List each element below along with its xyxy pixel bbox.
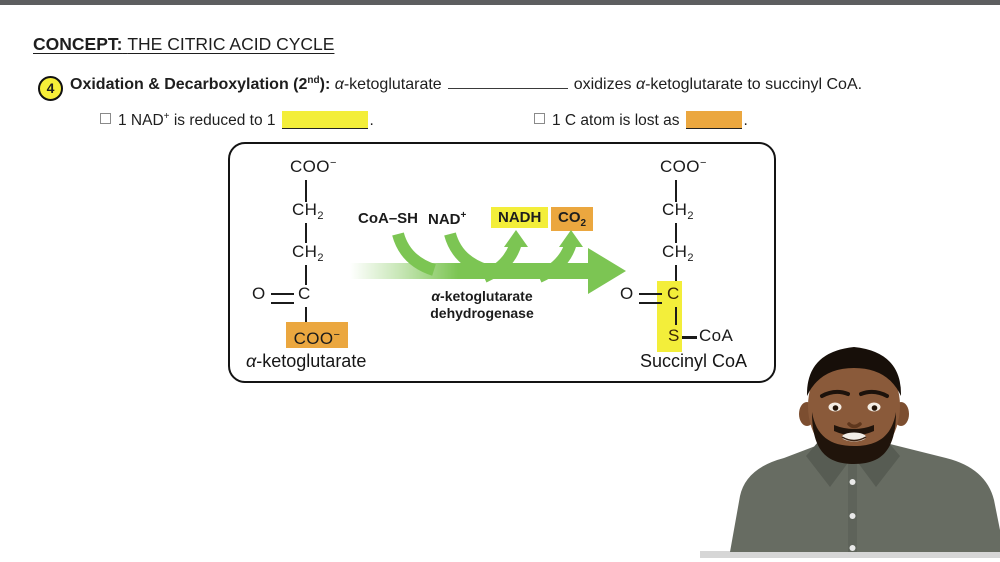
thioester-highlight-yellow (657, 281, 682, 352)
double-bond-icon (639, 293, 662, 304)
sub2: 2 (580, 218, 587, 229)
molecule-name: -ketoglutarate (256, 351, 367, 371)
co2-base: CO (558, 209, 581, 226)
fill-in-blank-line (447, 74, 568, 89)
bond-icon (675, 223, 678, 243)
oxygen-atom: O (620, 284, 634, 303)
left-molecule-label: α-ketoglutarate (246, 351, 366, 372)
product-co2: CO2 (551, 207, 594, 231)
top-bar (0, 0, 1000, 5)
formula-group: CH2 (662, 242, 694, 264)
charge-sup: − (333, 329, 341, 341)
alpha-symbol: α (246, 351, 257, 371)
page-title: CONCEPT: THE CITRIC ACID CYCLE (33, 34, 334, 55)
bond-icon (305, 265, 308, 285)
charge-sup: − (699, 157, 707, 169)
carbon-atom: C (298, 284, 311, 303)
substrate-name: -ketoglutarate (343, 76, 442, 93)
bullet2-text: 1 C atom is lost as (552, 112, 680, 129)
formula-group: CH2 (662, 200, 694, 222)
formula-group: CH2 (292, 242, 324, 264)
bullet2-period: . (743, 112, 748, 129)
sub2: 2 (317, 252, 324, 264)
bond-icon (675, 180, 678, 202)
sub2: 2 (317, 210, 324, 222)
ch2: CH (662, 242, 688, 261)
plus-superscript: + (163, 111, 170, 122)
carbonyl-carbon: C (667, 284, 680, 303)
bond-icon (305, 307, 308, 322)
reaction-diagram: COO− CH2 CH2 O C COO− α-ketoglutarate Co… (228, 142, 776, 383)
step-number-badge: 4 (38, 76, 63, 101)
ch2: CH (292, 200, 318, 219)
step-title: Oxidation & Decarboxylation (2 (70, 76, 308, 93)
sub2: 2 (687, 252, 694, 264)
plus-superscript: + (460, 210, 467, 221)
bullet1-period: . (369, 112, 374, 129)
coo-bottom: COO (293, 329, 334, 348)
ch2: CH (292, 242, 318, 261)
reaction-arrow-icon (350, 230, 626, 294)
step-sentence: oxidizes (573, 76, 632, 93)
bullet-co2: 1 C atom is lost as. (534, 111, 748, 130)
sub2: 2 (687, 210, 694, 222)
alpha-symbol: α (334, 76, 344, 93)
answer-blank-orange (685, 111, 742, 129)
coa-group: CoA (699, 326, 734, 345)
nad-base: NAD (428, 211, 461, 228)
bullet1-text: 1 NAD (118, 112, 164, 129)
enzyme-line2: dehydrogenase (430, 305, 534, 321)
concept-title-text: THE CITRIC ACID CYCLE (127, 34, 335, 54)
instructor-photo (700, 347, 1000, 558)
reagent-nad: NAD+ (428, 210, 466, 228)
bond-icon (675, 307, 678, 325)
product-nadh: NADH (491, 207, 549, 228)
charge-sup: − (329, 157, 337, 169)
ch2: CH (662, 200, 688, 219)
checkbox-icon (100, 113, 111, 124)
alpha-symbol: α (635, 76, 646, 93)
enzyme-line1: -ketoglutarate (440, 288, 533, 304)
coo-top: COO (660, 157, 700, 176)
double-bond-icon (271, 293, 294, 304)
checkbox-icon (534, 113, 545, 124)
formula-group: CH2 (292, 200, 324, 222)
bond-icon (675, 265, 678, 285)
formula-group: COO− (660, 157, 707, 177)
concept-label: CONCEPT: (33, 34, 123, 54)
bond-icon (305, 180, 308, 202)
step-sentence-end: -ketoglutarate to succinyl CoA. (645, 76, 863, 93)
bond-icon (682, 336, 697, 339)
formula-group: COO− (290, 157, 337, 177)
sulfur-atom: S (668, 326, 680, 345)
coo-highlight-orange: COO− (286, 322, 348, 348)
coo-top: COO (290, 157, 330, 176)
step-title-end: ): (319, 76, 331, 93)
alpha-symbol: α (431, 288, 441, 304)
bullet1-mid: is reduced to 1 (173, 112, 276, 129)
right-molecule-label: Succinyl CoA (640, 351, 748, 371)
answer-blank-yellow (281, 111, 368, 129)
step-title-ordinal: nd (307, 75, 320, 86)
reagent-coa-sh: CoA–SH (358, 210, 419, 227)
oxygen-atom: O (252, 284, 266, 303)
bullet-nadh: 1 NAD+ is reduced to 1. (100, 111, 374, 130)
bond-icon (305, 223, 308, 243)
